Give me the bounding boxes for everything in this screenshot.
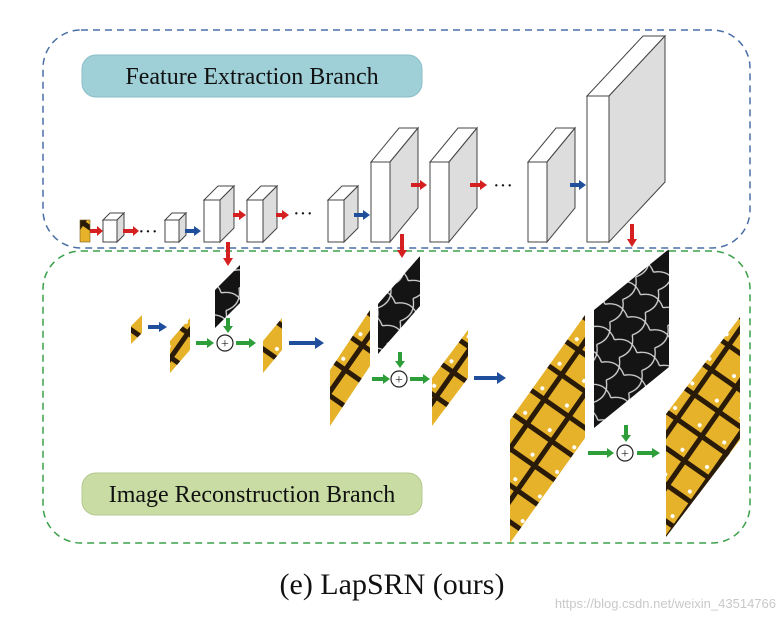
watermark-url: https://blog.csdn.net/weixin_43514766 xyxy=(554,596,776,611)
feature-map-block xyxy=(163,211,188,244)
conv-arrow-group xyxy=(90,180,637,266)
svg-text:+: + xyxy=(621,447,629,462)
feature-map-block xyxy=(202,184,236,244)
upsample-arrow-group xyxy=(148,180,586,384)
hr-output-image-level-3 xyxy=(666,317,740,537)
feature-map-block xyxy=(326,184,360,244)
reconstruction-branch-title: Image Reconstruction Branch xyxy=(109,482,396,508)
upsampled-image-level-3 xyxy=(510,315,585,543)
residual-image-level-1 xyxy=(215,265,240,328)
residual-image-level-3 xyxy=(594,249,669,428)
input-image-thumbnail xyxy=(79,219,91,243)
ellipsis: ··· xyxy=(493,175,513,197)
feature-map-block xyxy=(369,126,420,244)
figure-caption: (e) LapSRN (ours) xyxy=(279,568,505,601)
feature-map-block xyxy=(428,126,479,244)
lr-input-image xyxy=(131,315,142,344)
svg-text:+: + xyxy=(395,373,403,388)
feature-branch-title-pill xyxy=(81,54,423,98)
feature-extraction-branch-box xyxy=(42,29,751,249)
add-arrow-group xyxy=(196,318,660,458)
feature-map-block xyxy=(245,184,279,244)
feature-map-block xyxy=(585,34,667,244)
upsampled-image-level-1 xyxy=(170,318,190,373)
feature-maps-level-2 xyxy=(326,126,577,244)
ellipsis: ··· xyxy=(293,203,313,225)
svg-text:+: + xyxy=(221,337,229,352)
sum-node: + xyxy=(216,334,234,352)
hr-output-image-level-1 xyxy=(263,318,282,373)
residual-image-level-2 xyxy=(378,256,420,354)
reconstruction-branch-title-pill xyxy=(81,472,423,516)
feature-maps-level-3 xyxy=(585,34,667,244)
image-reconstruction-branch-box xyxy=(42,250,751,544)
feature-map-block xyxy=(526,126,577,244)
hr-output-image-level-2 xyxy=(432,330,468,426)
feature-map-block xyxy=(101,211,126,244)
sum-node: + xyxy=(390,370,408,388)
feature-maps-level-1 xyxy=(101,184,279,244)
upsampled-image-level-2 xyxy=(330,310,370,426)
sum-node: + xyxy=(616,444,634,462)
ellipsis: ··· xyxy=(138,221,158,243)
feature-branch-title: Feature Extraction Branch xyxy=(125,64,378,90)
